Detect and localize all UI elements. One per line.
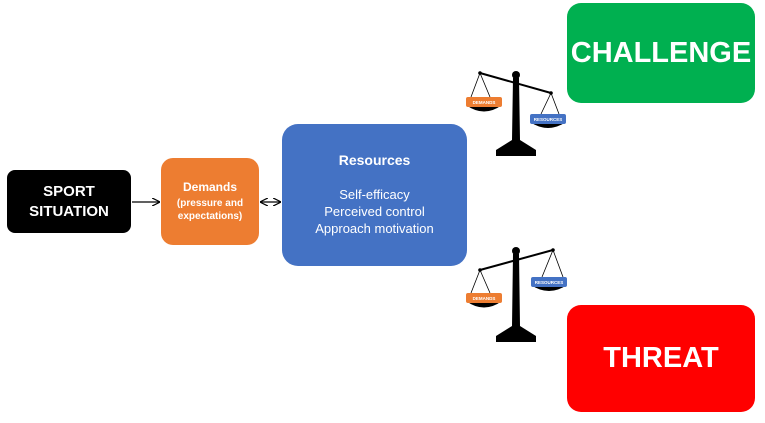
threat-box: THREAT [567,305,755,412]
scale-icon-threat: DEMANDS RESOURCES [466,247,567,342]
demands-subtitle-1: (pressure and [176,198,244,209]
resource-item: Perceived control [324,204,425,219]
demands-subtitle-2: expectations) [177,211,243,222]
scale-icon-challenge: DEMANDS RESOURCES [466,71,566,156]
resource-item: Self-efficacy [339,187,410,202]
threat-label: THREAT [603,342,719,374]
demands-box: Demands (pressure and expectations) [161,158,259,245]
resources-title: Resources [338,152,411,168]
sport-situation-line2: SITUATION [29,202,109,220]
scale-demands-label: DEMANDS [473,296,496,301]
scale-resources-label: RESOURCES [534,117,563,122]
sport-situation-line1: SPORT [43,182,95,200]
challenge-box: CHALLENGE [567,3,755,103]
scale-resources-label: RESOURCES [535,280,564,285]
challenge-label: CHALLENGE [570,36,752,69]
resource-item: Approach motivation [315,221,434,236]
demands-title: Demands [182,180,238,194]
sport-situation-box: SPORT SITUATION [7,170,131,233]
scale-demands-label: DEMANDS [473,100,496,105]
resources-box: Resources Self-efficacy Perceived contro… [282,124,467,266]
